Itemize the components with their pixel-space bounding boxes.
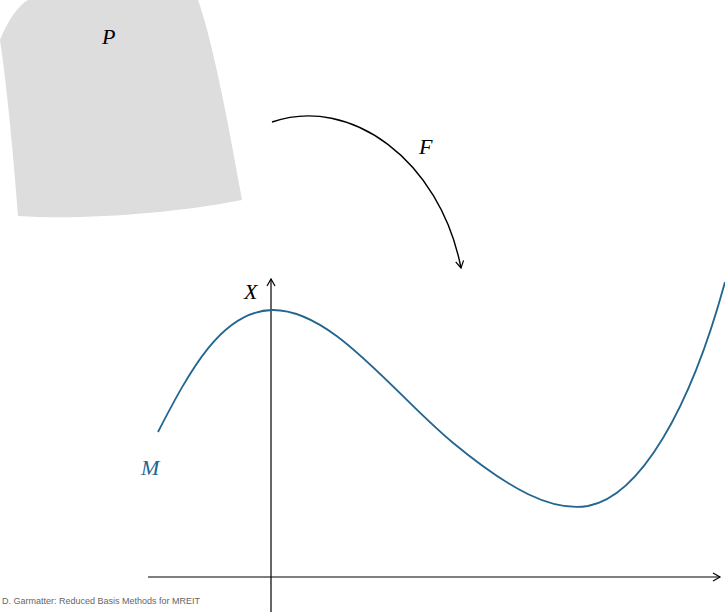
manifold-label: M bbox=[141, 457, 159, 479]
footer-text: D. Garmatter: Reduced Basis Methods for … bbox=[2, 597, 200, 606]
map-label: F bbox=[419, 136, 432, 158]
axis-label: X bbox=[244, 281, 257, 303]
parameter-set: P bbox=[0, 0, 242, 218]
y-axis bbox=[270, 279, 271, 612]
blob-shape bbox=[0, 0, 242, 218]
x-axis bbox=[148, 576, 720, 577]
set-label: P bbox=[102, 26, 115, 48]
map-arrow bbox=[272, 116, 461, 268]
manifold-curve bbox=[158, 282, 725, 507]
